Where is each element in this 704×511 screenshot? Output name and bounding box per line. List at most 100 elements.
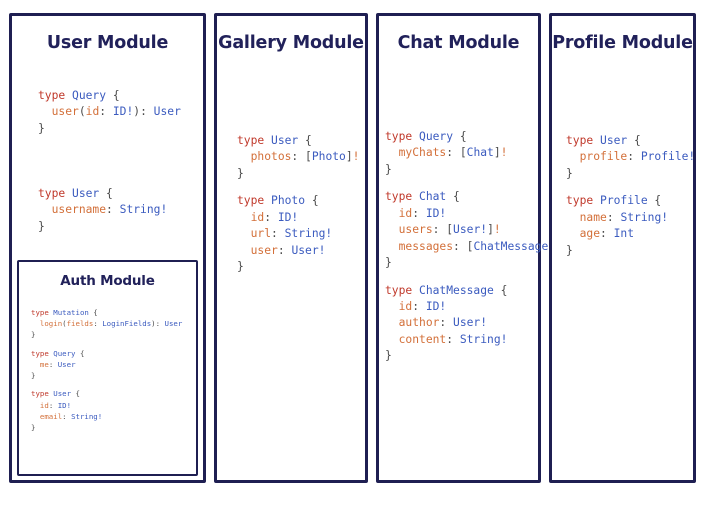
code-token: Chat <box>466 146 494 160</box>
code-line: type Photo { <box>237 193 359 209</box>
code-block-gap <box>31 381 182 388</box>
code-token: { <box>305 194 319 208</box>
code-line: id: ID! <box>237 210 359 226</box>
code-block-auth-schema: type Mutation { login(fields: LoginField… <box>31 307 182 433</box>
code-token <box>385 316 399 329</box>
code-token: Chat <box>419 190 447 204</box>
code-token: { <box>298 134 312 147</box>
code-token: me <box>39 359 49 369</box>
code-token <box>237 150 251 163</box>
panel-chat-module[interactable]: Chat Module type Query { myChats: [Chat]… <box>376 13 562 483</box>
code-token: : <box>412 299 426 313</box>
code-token: Mutation <box>53 308 89 317</box>
code-line: type ChatMessage { <box>385 283 562 299</box>
code-token: ID! <box>57 400 72 410</box>
panel-title-profile-module: Profile Module <box>552 33 693 53</box>
code-line: } <box>385 162 562 178</box>
panel-title-auth-module: Auth Module <box>60 273 155 289</box>
code-token: } <box>385 255 392 269</box>
code-token: type <box>31 308 54 317</box>
code-line: type User { <box>31 388 182 399</box>
code-token: type <box>38 187 73 200</box>
code-token: url <box>250 227 272 241</box>
code-token <box>31 412 40 421</box>
code-token <box>31 401 40 410</box>
code-token: fields <box>66 319 94 329</box>
code-token <box>385 300 399 313</box>
code-token: id <box>398 299 413 313</box>
code-token: } <box>566 243 573 257</box>
code-token: : <box>106 203 120 217</box>
code-token: type <box>566 194 601 208</box>
code-token: ( <box>78 105 86 119</box>
code-token: type <box>385 283 420 297</box>
code-line: type Chat { <box>385 189 562 205</box>
code-token: type <box>237 194 272 208</box>
code-token: author <box>398 316 440 330</box>
code-token: String! <box>119 203 168 217</box>
code-token: : <box>48 359 58 369</box>
code-token: Photo <box>311 150 346 164</box>
code-token: [ <box>466 239 474 253</box>
code-token: : <box>291 150 306 164</box>
code-line: author: User! <box>385 315 562 331</box>
code-line: users: [User!]! <box>385 222 562 238</box>
code-token: id <box>85 105 100 119</box>
code-token <box>385 223 399 236</box>
code-token <box>31 360 40 369</box>
code-line: myChats: [Chat]! <box>385 145 562 161</box>
code-line: } <box>566 166 695 182</box>
code-token: : <box>48 400 58 410</box>
code-token <box>385 240 399 253</box>
panel-profile-module[interactable]: Profile Module type User { profile: Prof… <box>549 13 696 483</box>
code-token: ): <box>133 105 154 119</box>
code-token: : <box>62 411 72 421</box>
code-token: : <box>264 210 278 224</box>
code-token: : <box>439 316 454 330</box>
panel-title-gallery-module: Gallery Module <box>218 33 364 53</box>
code-token: User! <box>453 316 488 330</box>
code-token: : <box>93 319 103 329</box>
code-token: name <box>579 210 607 224</box>
code-token: User <box>53 389 72 399</box>
code-token: username <box>51 203 107 217</box>
code-line: type Query { <box>31 348 182 359</box>
panel-user-module[interactable]: User Module type Query { user(id: ID!): … <box>9 13 206 483</box>
code-token: type <box>31 348 54 358</box>
code-token: ! <box>352 150 360 164</box>
code-block-gap <box>31 340 182 347</box>
code-line: } <box>237 259 359 275</box>
panel-auth-module[interactable]: Auth Module type Mutation { login(fields… <box>17 260 198 476</box>
code-token: { <box>88 308 98 317</box>
code-block-profile-schema: type User { profile: Profile!} type Prof… <box>566 133 695 259</box>
code-line: type Query { <box>38 88 181 104</box>
code-token <box>31 319 40 328</box>
code-token: Query <box>72 89 107 102</box>
code-block-gap <box>385 271 562 282</box>
code-line: } <box>566 243 695 259</box>
code-token: : <box>271 227 285 241</box>
code-token: users <box>398 223 433 237</box>
code-token: age <box>579 227 601 241</box>
code-token: ChatMessage <box>473 239 549 253</box>
code-token: profile <box>579 150 628 164</box>
code-token: Photo <box>271 194 306 208</box>
code-token <box>385 333 399 346</box>
code-token: messages <box>398 239 454 253</box>
code-token: id <box>398 206 413 220</box>
code-token: [ <box>446 223 454 237</box>
panel-gallery-module[interactable]: Gallery Module type User { photos: [Phot… <box>214 13 368 483</box>
code-token: String! <box>620 210 669 224</box>
code-line: } <box>31 370 182 381</box>
code-token <box>237 227 251 240</box>
code-line: } <box>38 219 167 235</box>
code-token: ] <box>345 150 353 164</box>
code-token: } <box>38 121 45 135</box>
code-token: ( <box>62 319 67 329</box>
code-token: : <box>277 243 292 257</box>
code-line: content: String! <box>385 332 562 348</box>
code-token: ] <box>493 146 501 160</box>
code-token: : <box>446 332 460 346</box>
code-token: User <box>57 359 76 369</box>
